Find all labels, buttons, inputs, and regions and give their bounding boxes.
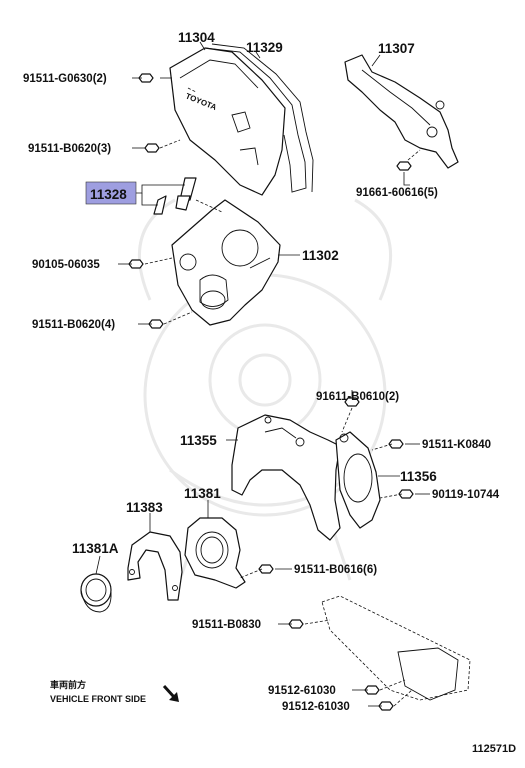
label-11328[interactable]: 11328 <box>90 187 127 202</box>
label-bolt-91511-b0620-4[interactable]: 91511-B0620(4) <box>32 319 115 331</box>
label-bolt-91511-b0616[interactable]: 91511-B0616(6) <box>294 564 377 576</box>
oil-seal-retainer-11381[interactable] <box>184 517 246 589</box>
part-labels: 11304 11329 11307 11328 11302 11355 1135… <box>72 30 437 556</box>
label-11383[interactable]: 11383 <box>126 500 163 515</box>
arrow-down-right-icon <box>162 684 179 702</box>
label-bolt-91511-g0630[interactable]: 91511-G0630(2) <box>23 73 107 85</box>
timing-cover-bracket-11307[interactable] <box>344 54 459 169</box>
vehicle-front-note: 車両前方 VEHICLE FRONT SIDE <box>50 679 179 704</box>
label-11381a[interactable]: 11381A <box>72 541 119 556</box>
label-bolt-91611-b0610[interactable]: 91611-B0610(2) <box>316 391 399 403</box>
label-bolt-91512-61030-a[interactable]: 91512-61030 <box>268 685 336 697</box>
label-11381[interactable]: 11381 <box>184 486 221 501</box>
cover-gasket-11329[interactable] <box>204 43 314 193</box>
engine-block-outline <box>321 595 471 701</box>
oil-pump-cover-11356[interactable] <box>335 431 381 529</box>
timing-back-plate-11355[interactable] <box>231 414 341 541</box>
label-bolt-91512-61030-b[interactable]: 91512-61030 <box>282 701 350 713</box>
label-bolt-91661-60616[interactable]: 91661-60616(5) <box>356 187 438 199</box>
highlight-11328 <box>85 181 137 205</box>
lower-timing-cover-11302[interactable] <box>171 199 281 326</box>
label-bolt-91511-b0620-3[interactable]: 91511-B0620(3) <box>28 143 111 155</box>
fastener-labels: 91511-G0630(2) 91511-B0620(3) 91661-6061… <box>23 73 500 713</box>
label-11302[interactable]: 11302 <box>302 248 339 263</box>
leader-lines <box>95 41 430 707</box>
upper-timing-cover-11304[interactable]: TOYOTA <box>169 47 286 196</box>
label-11329[interactable]: 11329 <box>246 40 283 55</box>
label-11355[interactable]: 11355 <box>180 433 217 448</box>
label-bolt-90105-06035[interactable]: 90105-06035 <box>32 259 100 271</box>
label-bolt-91511-b0830[interactable]: 91511-B0830 <box>192 619 261 631</box>
label-bolt-90119-10744[interactable]: 90119-10744 <box>432 489 500 501</box>
label-11304[interactable]: 11304 <box>178 30 215 45</box>
pins-11328[interactable] <box>153 177 197 215</box>
label-11356[interactable]: 11356 <box>400 469 437 484</box>
label-11307[interactable]: 11307 <box>378 41 415 56</box>
direction-note-en: VEHICLE FRONT SIDE <box>50 694 146 704</box>
diagram-id: 112571D <box>472 743 516 755</box>
label-bolt-91511-k0840[interactable]: 91511-K0840 <box>422 439 491 451</box>
oil-seal-11381a[interactable] <box>80 573 112 613</box>
retainer-11383[interactable] <box>127 531 183 601</box>
direction-note-jp: 車両前方 <box>50 679 86 690</box>
